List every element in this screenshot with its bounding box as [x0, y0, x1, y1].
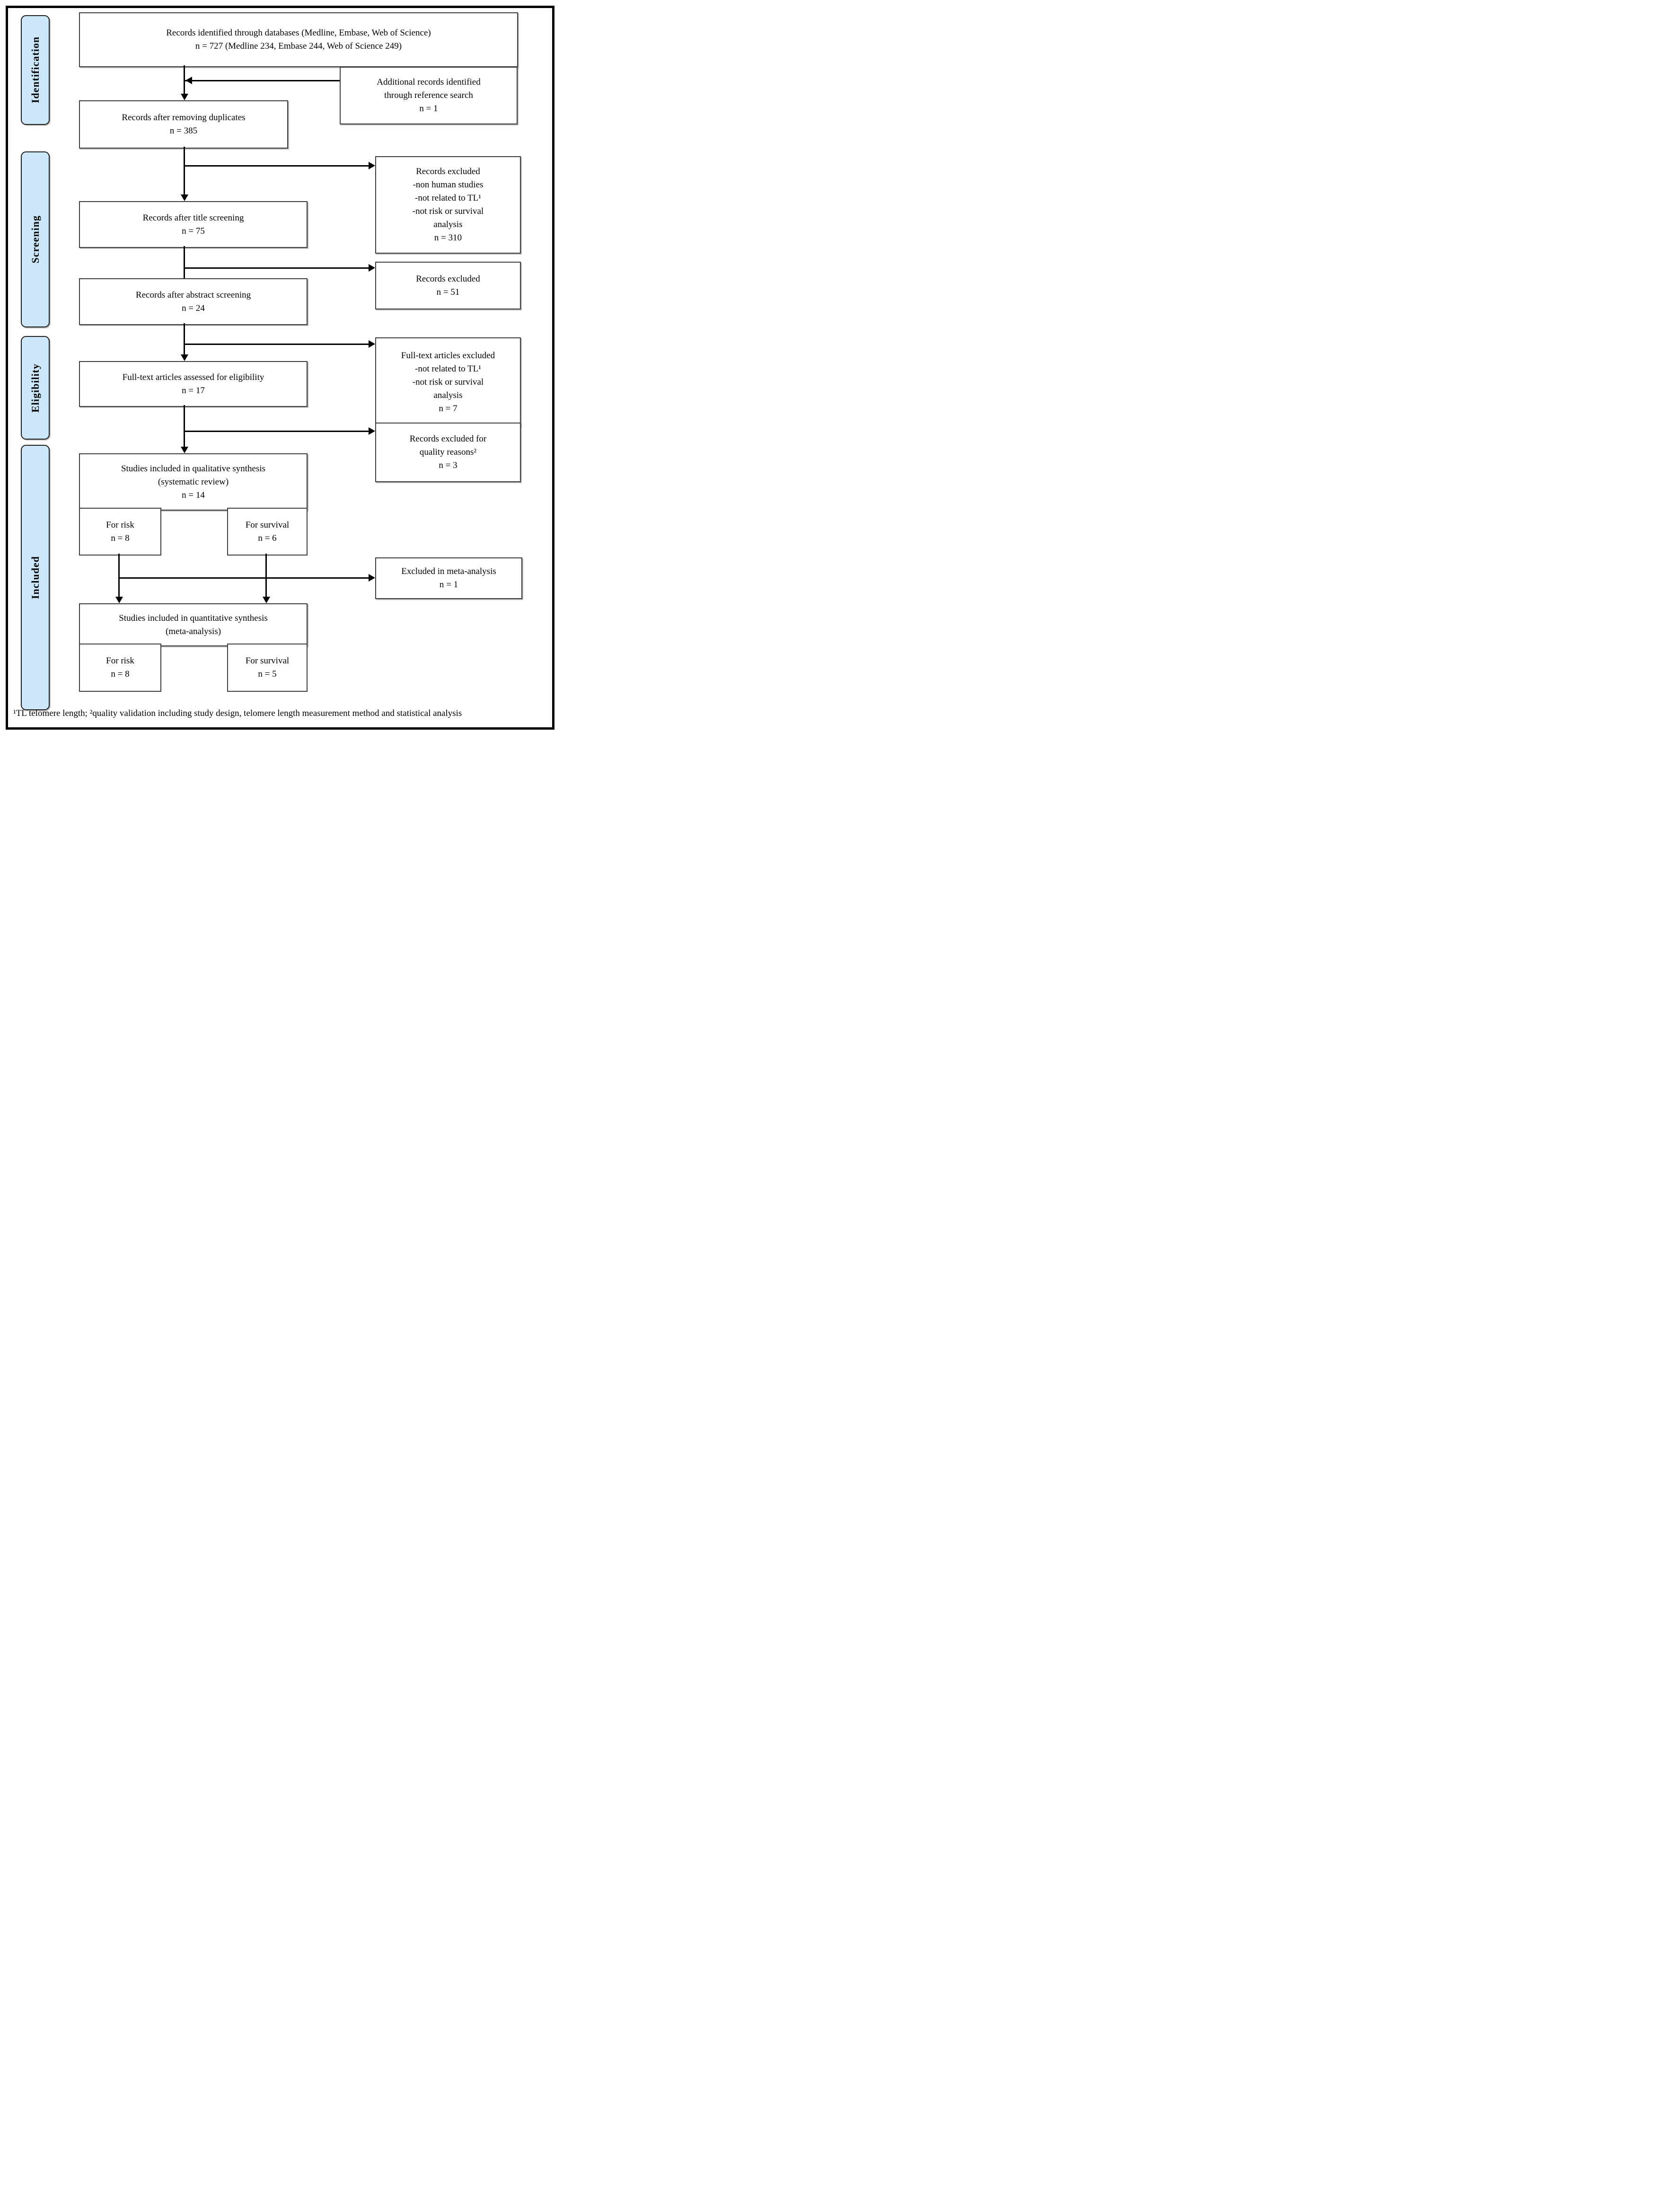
box-line: Records identified through databases (Me… — [166, 28, 431, 38]
arrow-dedup-to-title — [184, 147, 185, 195]
arrow-survival-to-quantitative — [265, 554, 267, 598]
arrowhead-right-icon — [369, 340, 375, 348]
box-line: quality reasons² — [419, 447, 477, 457]
box-line: Studies included in qualitative synthesi… — [121, 463, 266, 474]
box-line: For risk — [106, 520, 134, 530]
arrowhead-right-icon — [369, 574, 375, 582]
box-line: Studies included in quantitative synthes… — [119, 613, 268, 623]
box-line: For risk — [106, 656, 134, 666]
box-excluded-quality: Records excluded for quality reasons² n … — [375, 423, 521, 482]
arrowhead-down-icon — [181, 447, 188, 453]
box-fulltext-excluded: Full-text articles excluded -not related… — [375, 337, 521, 427]
stage-screening-label: Screening — [29, 215, 41, 264]
arrow-title-to-abstract — [184, 246, 185, 278]
arrowhead-down-icon — [181, 194, 188, 201]
box-line: n = 727 (Medline 234, Embase 244, Web of… — [195, 41, 402, 51]
arrowhead-right-icon — [369, 162, 375, 169]
box-line: -not risk or survival — [412, 377, 484, 387]
box-line: Excluded in meta-analysis — [401, 566, 496, 576]
box-line: n = 17 — [182, 385, 205, 396]
box-line: n = 8 — [111, 669, 130, 679]
arrow-branch-fulltext-excluded — [185, 344, 369, 345]
box-additional-records: Additional records identified through re… — [340, 67, 518, 124]
stage-eligibility: Eligibility — [21, 336, 50, 440]
stage-included-label: Included — [29, 556, 41, 600]
box-line: Full-text articles assessed for eligibil… — [122, 372, 264, 382]
box-excluded-meta: Excluded in meta-analysis n = 1 — [375, 557, 522, 599]
box-quant-for-risk: For risk n = 8 — [79, 644, 161, 692]
box-line: n = 1 — [439, 580, 458, 590]
arrowhead-right-icon — [369, 264, 375, 272]
stage-screening: Screening — [21, 151, 50, 327]
arrow-fulltext-to-qualitative — [184, 405, 185, 448]
box-line: Records excluded — [416, 274, 480, 284]
box-line: n = 385 — [169, 126, 198, 136]
arrow-abstract-to-fulltext — [184, 323, 185, 355]
footnote: ¹TL telomere length; ²quality validation… — [13, 708, 462, 718]
box-excluded-abstract: Records excluded n = 51 — [375, 262, 521, 309]
box-line: Records excluded for — [409, 434, 487, 444]
stage-eligibility-label: Eligibility — [29, 363, 41, 413]
box-line: Records after removing duplicates — [122, 113, 246, 123]
box-line: analysis — [433, 390, 463, 400]
box-line: n = 24 — [182, 303, 205, 313]
box-qualitative-synthesis: Studies included in qualitative synthesi… — [79, 453, 308, 511]
box-abstract-screening: Records after abstract screening n = 24 — [79, 278, 308, 325]
arrow-branch-excluded-title — [185, 165, 369, 167]
box-line: For survival — [245, 520, 290, 530]
box-line: -non human studies — [413, 180, 484, 190]
arrowhead-right-icon — [369, 427, 375, 435]
box-fulltext-assessed: Full-text articles assessed for eligibil… — [79, 361, 308, 407]
arrowhead-down-icon — [263, 597, 270, 603]
box-line: Additional records identified — [377, 77, 481, 87]
box-quant-for-survival: For survival n = 5 — [227, 644, 308, 692]
box-line: n = 51 — [436, 287, 460, 297]
arrowhead-down-icon — [115, 597, 123, 603]
prisma-flow-diagram: Identification Screening Eligibility Inc… — [0, 0, 560, 735]
stage-identification: Identification — [21, 15, 50, 125]
box-line: n = 75 — [182, 226, 205, 236]
box-line: (meta-analysis) — [165, 626, 221, 636]
box-line: Records after abstract screening — [135, 290, 251, 300]
stage-identification-label: Identification — [29, 36, 41, 104]
box-line: Records after title screening — [142, 212, 244, 223]
box-line: n = 3 — [439, 460, 457, 470]
arrow-identified-to-dedup — [184, 65, 185, 95]
arrow-branch-excluded-abstract — [185, 267, 369, 269]
box-quantitative-synthesis: Studies included in quantitative synthes… — [79, 603, 308, 646]
box-line: analysis — [433, 220, 463, 229]
box-excluded-title: Records excluded -non human studies -not… — [375, 156, 521, 254]
box-line: n = 5 — [258, 669, 277, 679]
box-title-screening: Records after title screening n = 75 — [79, 201, 308, 248]
box-line: n = 6 — [258, 533, 277, 543]
arrow-branch-excluded-meta — [119, 577, 369, 579]
box-qual-for-risk: For risk n = 8 — [79, 508, 161, 556]
outer-border — [6, 6, 554, 730]
box-line: n = 1 — [419, 104, 438, 114]
box-line: (systematic review) — [158, 476, 229, 487]
box-line: n = 310 — [434, 233, 462, 243]
box-line: -not related to TL¹ — [415, 193, 481, 203]
box-line: -not risk or survival — [412, 206, 484, 216]
arrow-branch-excluded-quality — [185, 431, 369, 432]
box-line: For survival — [245, 656, 290, 666]
arrow-additional-to-axis — [185, 80, 340, 81]
box-after-duplicates: Records after removing duplicates n = 38… — [79, 100, 288, 149]
box-qual-for-survival: For survival n = 6 — [227, 508, 308, 556]
stage-included: Included — [21, 445, 50, 710]
arrowhead-left-icon — [185, 77, 192, 84]
box-line: Full-text articles excluded — [401, 350, 495, 361]
arrowhead-down-icon — [181, 94, 188, 100]
box-line: n = 7 — [439, 403, 457, 414]
box-line: -not related to TL¹ — [415, 363, 481, 374]
box-line: n = 8 — [111, 533, 130, 543]
arrowhead-down-icon — [181, 354, 188, 361]
box-line: Records excluded — [416, 167, 480, 176]
box-line: through reference search — [384, 90, 473, 100]
box-records-identified: Records identified through databases (Me… — [79, 12, 518, 67]
box-line: n = 14 — [182, 490, 205, 500]
arrow-risk-to-quantitative — [118, 554, 120, 598]
